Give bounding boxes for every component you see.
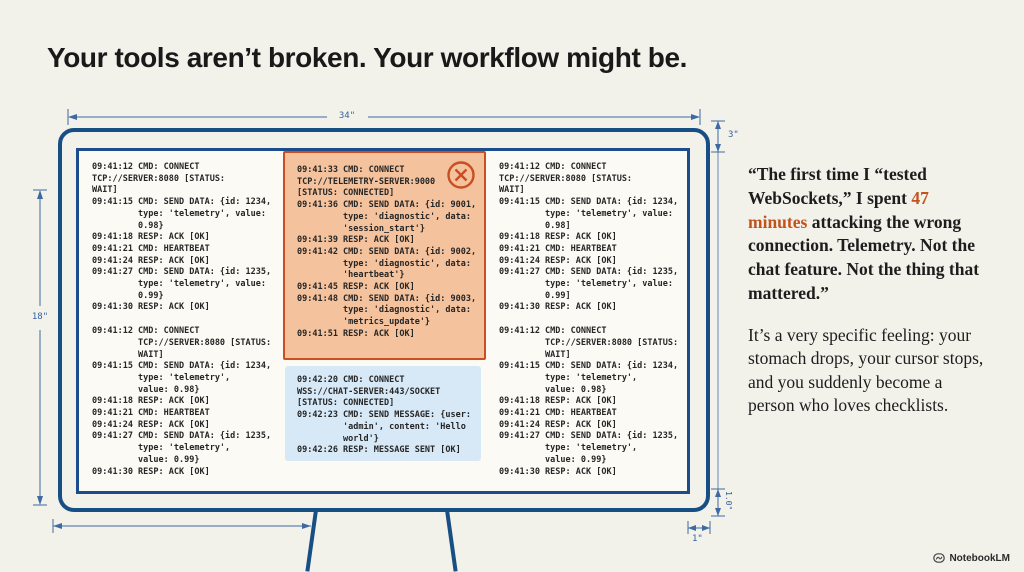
dim-width-line [67,109,701,125]
telemetry-log: 09:41:33 CMD: CONNECT TCP://TELEMETRY-SE… [297,165,477,339]
monitor-frame [58,128,710,512]
dim-bezel-top-line [711,120,725,153]
dim-bezel-bottom-label: 1.0" [724,491,733,511]
quote-block: “The first time I “tested WebSockets,” I… [748,163,992,418]
quote-highlight: 47 minutes [748,187,929,232]
dim-height-line [33,189,47,506]
dim-corner-label: 1" [692,534,703,544]
quote-paragraph-1: “The first time I “tested WebSockets,” I… [748,163,992,306]
page-title: Your tools aren’t broken. Your workflow … [47,42,688,73]
chat-success-panel: 09:42:20 CMD: CONNECT WSS://CHAT-SERVER:… [285,366,481,461]
dim-stand-line [52,519,311,533]
quote-paragraph-2: It’s a very specific feeling: your stoma… [748,324,984,416]
dim-bezel-bottom-line [711,488,725,517]
monitor-screen: 09:41:12 CMD: CONNECT TCP://SERVER:8080 … [76,148,690,494]
log-column-right: 09:41:12 CMD: CONNECT TCP://SERVER:8080 … [486,151,687,491]
log-column-middle: 09:41:33 CMD: CONNECT TCP://TELEMETRY-SE… [283,151,486,491]
quote-text-after: attacking the wrong connection. Telemetr… [748,211,980,303]
log-block-left-b: 09:41:12 CMD: CONNECT TCP://SERVER:8080 … [92,326,272,477]
quote-text-before: “The first time I “tested WebSockets,” I… [748,164,927,208]
chat-log: 09:42:20 CMD: CONNECT WSS://CHAT-SERVER:… [297,375,471,456]
dim-width-label: 34" [330,111,364,121]
telemetry-error-panel: 09:41:33 CMD: CONNECT TCP://TELEMETRY-SE… [283,151,486,360]
brand-footer: NotebookLM [933,552,1010,564]
log-block-right-b: 09:41:12 CMD: CONNECT TCP://SERVER:8080 … [499,326,679,477]
log-block-right-a: 09:41:12 CMD: CONNECT TCP://SERVER:8080 … [499,162,679,313]
brand-name: NotebookLM [949,552,1010,564]
log-block-left-a: 09:41:12 CMD: CONNECT TCP://SERVER:8080 … [92,162,272,313]
dim-bezel-top-label: 3" [728,130,739,140]
notebooklm-logo-icon [933,553,946,563]
dim-corner-line [687,521,711,534]
monitor-stand-left-leg [305,509,318,572]
error-x-icon [447,161,475,189]
monitor-stand-right-leg [445,509,458,572]
log-column-left: 09:41:12 CMD: CONNECT TCP://SERVER:8080 … [79,151,283,491]
screen-content: 09:41:12 CMD: CONNECT TCP://SERVER:8080 … [79,151,687,491]
dim-height-label: 18" [24,312,56,322]
